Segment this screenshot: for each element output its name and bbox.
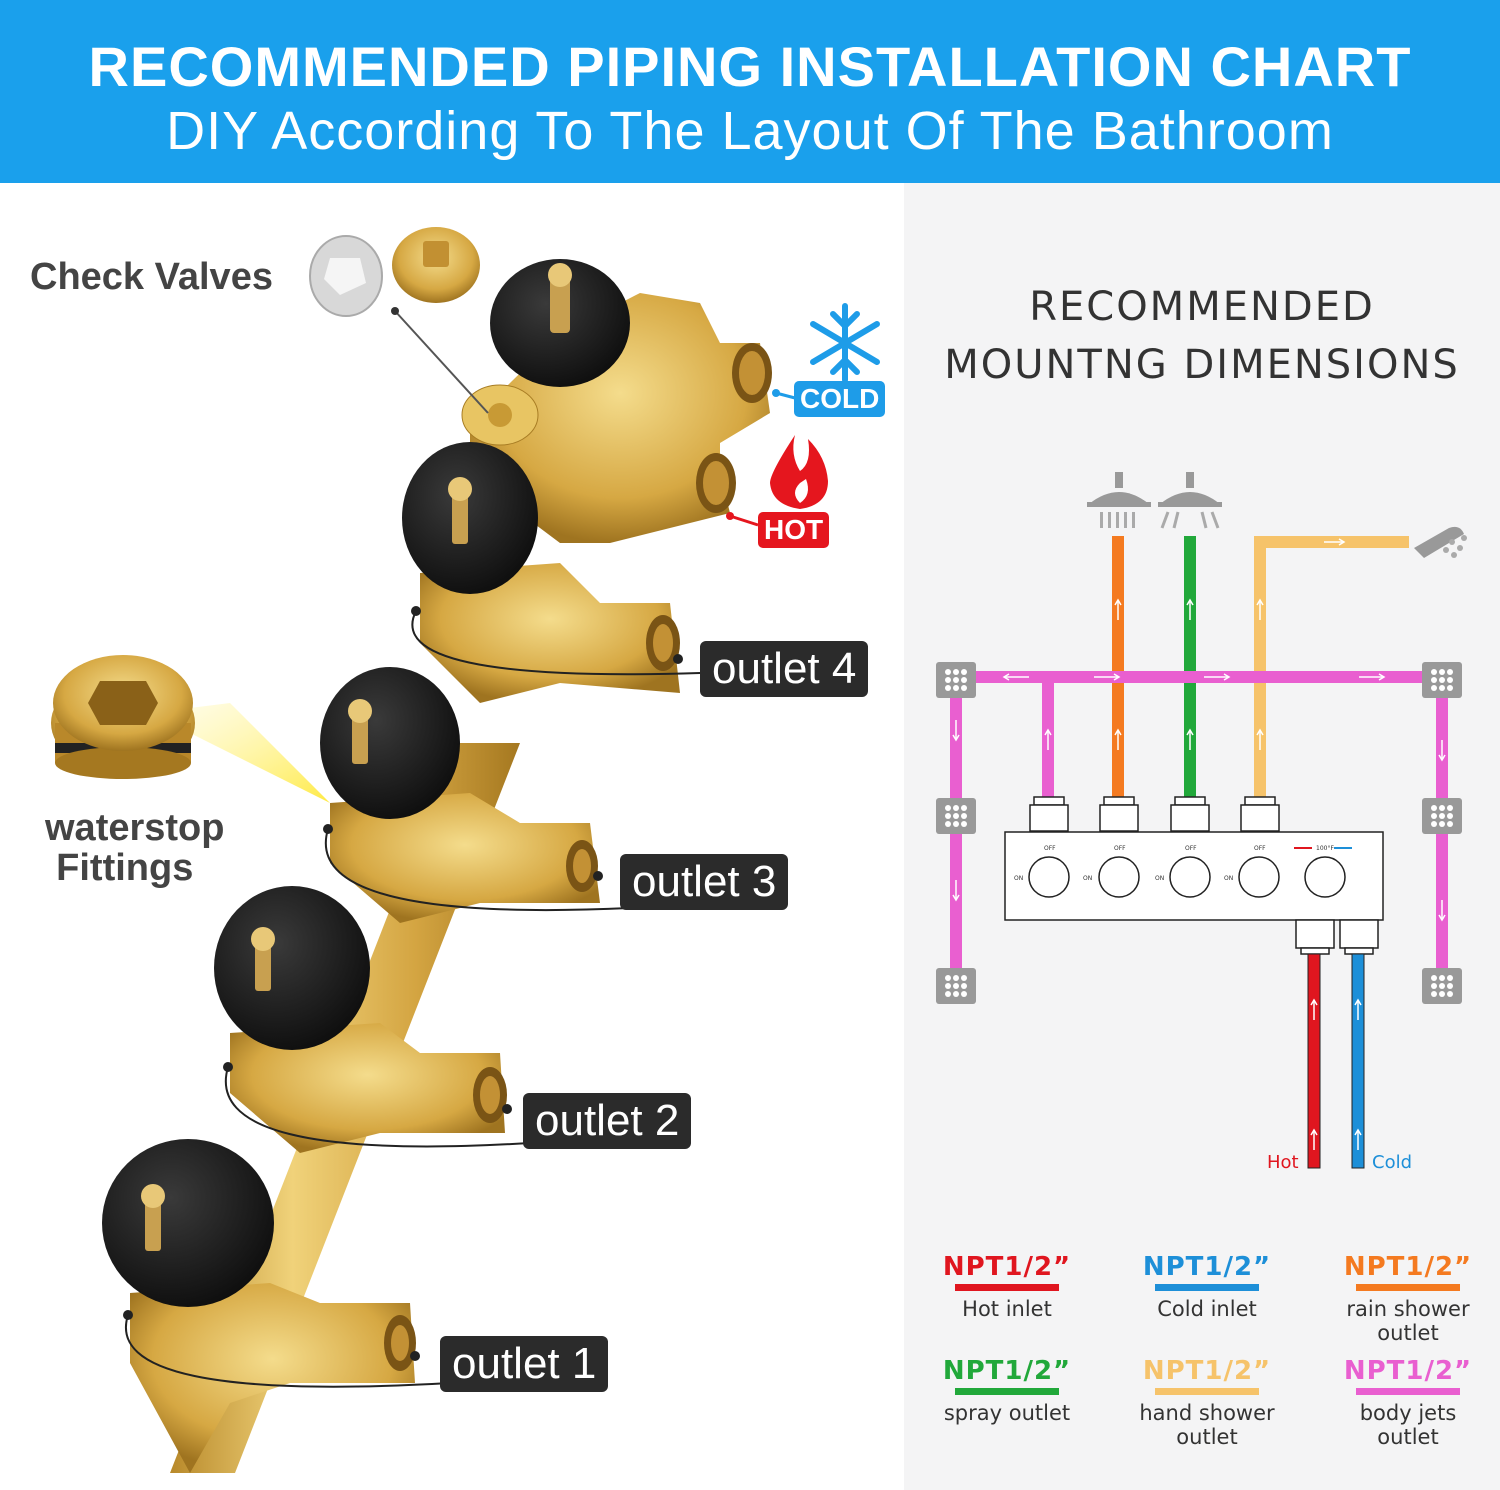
body-jets-left-pipe <box>950 683 962 993</box>
outlet-1-valve <box>102 1139 416 1473</box>
spec-label: hand shower outlet <box>1139 1401 1275 1449</box>
body-jets-horizontal-pipe <box>956 671 1446 683</box>
spec-item: NPT1/2” rain shower outlet <box>1313 1252 1500 1345</box>
spec-item: NPT1/2” body jets outlet <box>1313 1356 1500 1449</box>
check-valves-label: Check Valves <box>30 256 273 298</box>
spec-color-bar <box>1155 1388 1259 1395</box>
spec-code: NPT1/2” <box>942 1356 1072 1386</box>
valve-manifold-illustration <box>51 227 880 1473</box>
hot-pipe-label: Hot <box>1267 1152 1299 1173</box>
header-banner: RECOMMENDED PIPING INSTALLATION CHART DI… <box>0 0 1500 183</box>
outlet-4-valve <box>402 442 680 703</box>
hot-badge: HOT <box>758 512 830 548</box>
hand-shower-pipe <box>1254 536 1409 800</box>
page-title: RECOMMENDED PIPING INSTALLATION CHART <box>88 35 1412 98</box>
handle-3-on-label: ON <box>1155 875 1164 882</box>
handle-4-on-label: ON <box>1224 875 1233 882</box>
cold-badge: COLD <box>794 381 886 417</box>
handle-2-off-label: OFF <box>1114 845 1126 852</box>
inlet-fittings <box>1295 919 1379 955</box>
waterstop-beam <box>150 703 330 803</box>
spec-label: spray outlet <box>943 1401 1071 1425</box>
outlet-2-valve <box>214 886 507 1153</box>
waterstop-fitting <box>51 655 195 779</box>
check-valve-pointer <box>394 310 489 414</box>
spec-code: NPT1/2” <box>1343 1252 1473 1282</box>
handle-1-off-label: OFF <box>1044 845 1056 852</box>
spec-item: NPT1/2” Hot inlet <box>912 1252 1102 1321</box>
outlet-4-leader <box>411 610 701 676</box>
handle-3-off-label: OFF <box>1185 845 1197 852</box>
mixing-valve-knob <box>490 259 630 387</box>
check-valve-plastic <box>309 235 383 317</box>
flame-icon <box>770 435 828 509</box>
outlet-1-leader <box>125 1314 451 1388</box>
spec-color-bar <box>955 1284 1059 1291</box>
spray-shower-head-icon <box>1158 472 1222 529</box>
spec-code: NPT1/2” <box>1142 1356 1272 1386</box>
hand-shower-icon <box>1414 526 1467 558</box>
spec-item: NPT1/2” Cold inlet <box>1112 1252 1302 1321</box>
valve-handles <box>1028 856 1346 898</box>
piping-schematic: OFF ON OFF ON OFF ON OFF ON 100°F <box>936 472 1467 1169</box>
handle-2-on-label: ON <box>1083 875 1092 882</box>
spec-code: NPT1/2” <box>1343 1356 1473 1386</box>
outlet-fittings <box>1029 796 1280 832</box>
spec-color-bar <box>1356 1388 1460 1395</box>
page-subtitle: DIY According To The Layout Of The Bathr… <box>166 101 1334 161</box>
spec-label: rain shower outlet <box>1346 1297 1470 1345</box>
dimensions-title: RECOMMENDED MOUNTNG DIMENSIONS <box>944 284 1460 388</box>
spec-color-bar <box>955 1388 1059 1395</box>
handle-4-off-label: OFF <box>1254 845 1266 852</box>
spec-color-bar <box>1155 1284 1259 1291</box>
outlet-4-tag: outlet 4 <box>700 641 869 697</box>
spec-item: NPT1/2” spray outlet <box>912 1356 1102 1425</box>
outlet-3-valve <box>320 667 600 923</box>
outlet-2-tag: outlet 2 <box>523 1093 692 1149</box>
thermostat-temp-label: 100°F <box>1316 845 1334 852</box>
spec-label: body jets outlet <box>1359 1401 1457 1449</box>
waterstop-fittings-label: waterstop Fittings <box>45 807 225 889</box>
rain-shower-head-icon <box>1087 472 1151 528</box>
snowflake-icon <box>810 303 880 383</box>
outlet-1-tag: outlet 1 <box>440 1336 609 1392</box>
body-jets-right-pipe <box>1436 683 1448 993</box>
cold-pipe-label: Cold <box>1372 1152 1413 1173</box>
spec-color-bar <box>1356 1284 1460 1291</box>
spec-label: Cold inlet <box>1157 1297 1257 1321</box>
cold-inlet-pipe <box>1351 953 1365 1169</box>
rain-shower-pipe <box>1112 536 1124 801</box>
spec-label: Hot inlet <box>962 1297 1052 1321</box>
spec-item: NPT1/2” hand shower outlet <box>1112 1356 1302 1449</box>
outlet-3-tag: outlet 3 <box>620 854 789 910</box>
handle-1-on-label: ON <box>1014 875 1023 882</box>
outlet-3-leader <box>324 828 631 912</box>
outlet-2-leader <box>224 1066 531 1148</box>
hot-inlet-pipe <box>1307 953 1321 1169</box>
check-valve-brass <box>392 227 480 303</box>
spray-pipe <box>1184 536 1196 801</box>
spec-code: NPT1/2” <box>1142 1252 1272 1282</box>
spec-code: NPT1/2” <box>942 1252 1072 1282</box>
